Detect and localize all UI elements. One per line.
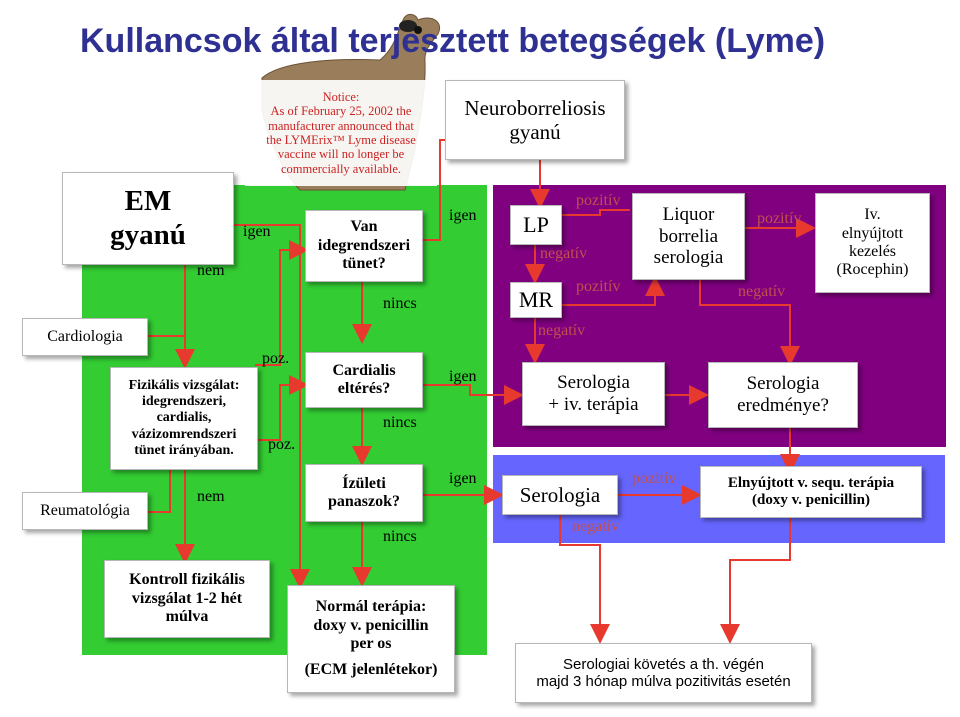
label-pozitiv: pozitív bbox=[757, 210, 802, 227]
label-pozitiv: pozitív bbox=[632, 470, 677, 487]
notice-heading: Notice: bbox=[322, 89, 360, 104]
label-nincs: nincs bbox=[383, 414, 417, 431]
label-pozitiv: pozitív bbox=[576, 278, 621, 295]
lp-box: LP bbox=[510, 205, 562, 245]
em-gyanu-box: EM gyanú bbox=[62, 172, 234, 265]
cardiologia-box: Cardiologia bbox=[22, 318, 148, 356]
label-poz: poz. bbox=[268, 436, 296, 453]
serologia-eredmenye-box: Serologia eredménye? bbox=[708, 362, 858, 428]
serologia-iv-box: Serologia + iv. terápia bbox=[522, 362, 665, 426]
label-negativ: negatív bbox=[538, 322, 586, 339]
serologia-box: Serologia bbox=[502, 475, 618, 515]
label-negativ: negatív bbox=[572, 518, 620, 535]
notice-line: As of February 25, 2002 the bbox=[270, 104, 412, 119]
label-nincs: nincs bbox=[383, 528, 417, 545]
kontroll-box: Kontroll fizikális vizsgálat 1-2 hét múl… bbox=[104, 560, 270, 638]
fizikalis-vizsgalat-box: Fizikális vizsgálat: idegrendszeri, card… bbox=[110, 367, 258, 470]
reumatologia-box: Reumatológia bbox=[22, 492, 148, 530]
label-igen: igen bbox=[449, 470, 477, 487]
notice-line: vaccine will no longer be bbox=[277, 147, 405, 162]
mr-box: MR bbox=[510, 282, 562, 318]
notice-line: the LYMErix™ Lyme disease bbox=[266, 133, 416, 147]
label-pozitiv: pozitív bbox=[576, 192, 621, 209]
elnyujtott-terapia-box: Elnyújtott v. sequ. terápia (doxy v. pen… bbox=[700, 466, 922, 518]
van-idegrendszeri-box: Van idegrendszeri tünet? bbox=[305, 210, 423, 282]
notice-box: Notice: As of February 25, 2002 the manu… bbox=[245, 80, 437, 186]
notice-line: manufacturer announced that bbox=[268, 118, 414, 133]
label-nincs: nincs bbox=[383, 295, 417, 312]
neuroborreliosis-box: Neuroborreliosis gyanú bbox=[445, 80, 625, 160]
label-igen: igen bbox=[449, 368, 477, 385]
label-igen: igen bbox=[243, 223, 271, 240]
label-igen: igen bbox=[449, 207, 477, 224]
label-poz: poz. bbox=[262, 350, 290, 367]
serologiai-kovetes-box: Serologiai követés a th. végén majd 3 hó… bbox=[515, 643, 812, 703]
izuleti-panaszok-box: Ízületi panaszok? bbox=[305, 464, 423, 522]
page-title: Kullancsok által terjesztett betegségek … bbox=[80, 22, 826, 60]
label-nem: nem bbox=[197, 488, 225, 505]
cardialis-elteres-box: Cardialis eltérés? bbox=[305, 352, 423, 408]
iv-kezeles-box: Iv. elnyújtott kezelés (Rocephin) bbox=[815, 193, 930, 293]
label-negativ: negatív bbox=[540, 245, 588, 262]
label-nem: nem bbox=[197, 262, 225, 279]
notice-line: commercially available. bbox=[280, 161, 402, 176]
liquor-serologia-box: Liquor borrelia serologia bbox=[632, 193, 745, 280]
normal-terapia-box: Normál terápia: doxy v. penicillin per o… bbox=[287, 585, 455, 693]
label-negativ: negatív bbox=[738, 283, 786, 300]
